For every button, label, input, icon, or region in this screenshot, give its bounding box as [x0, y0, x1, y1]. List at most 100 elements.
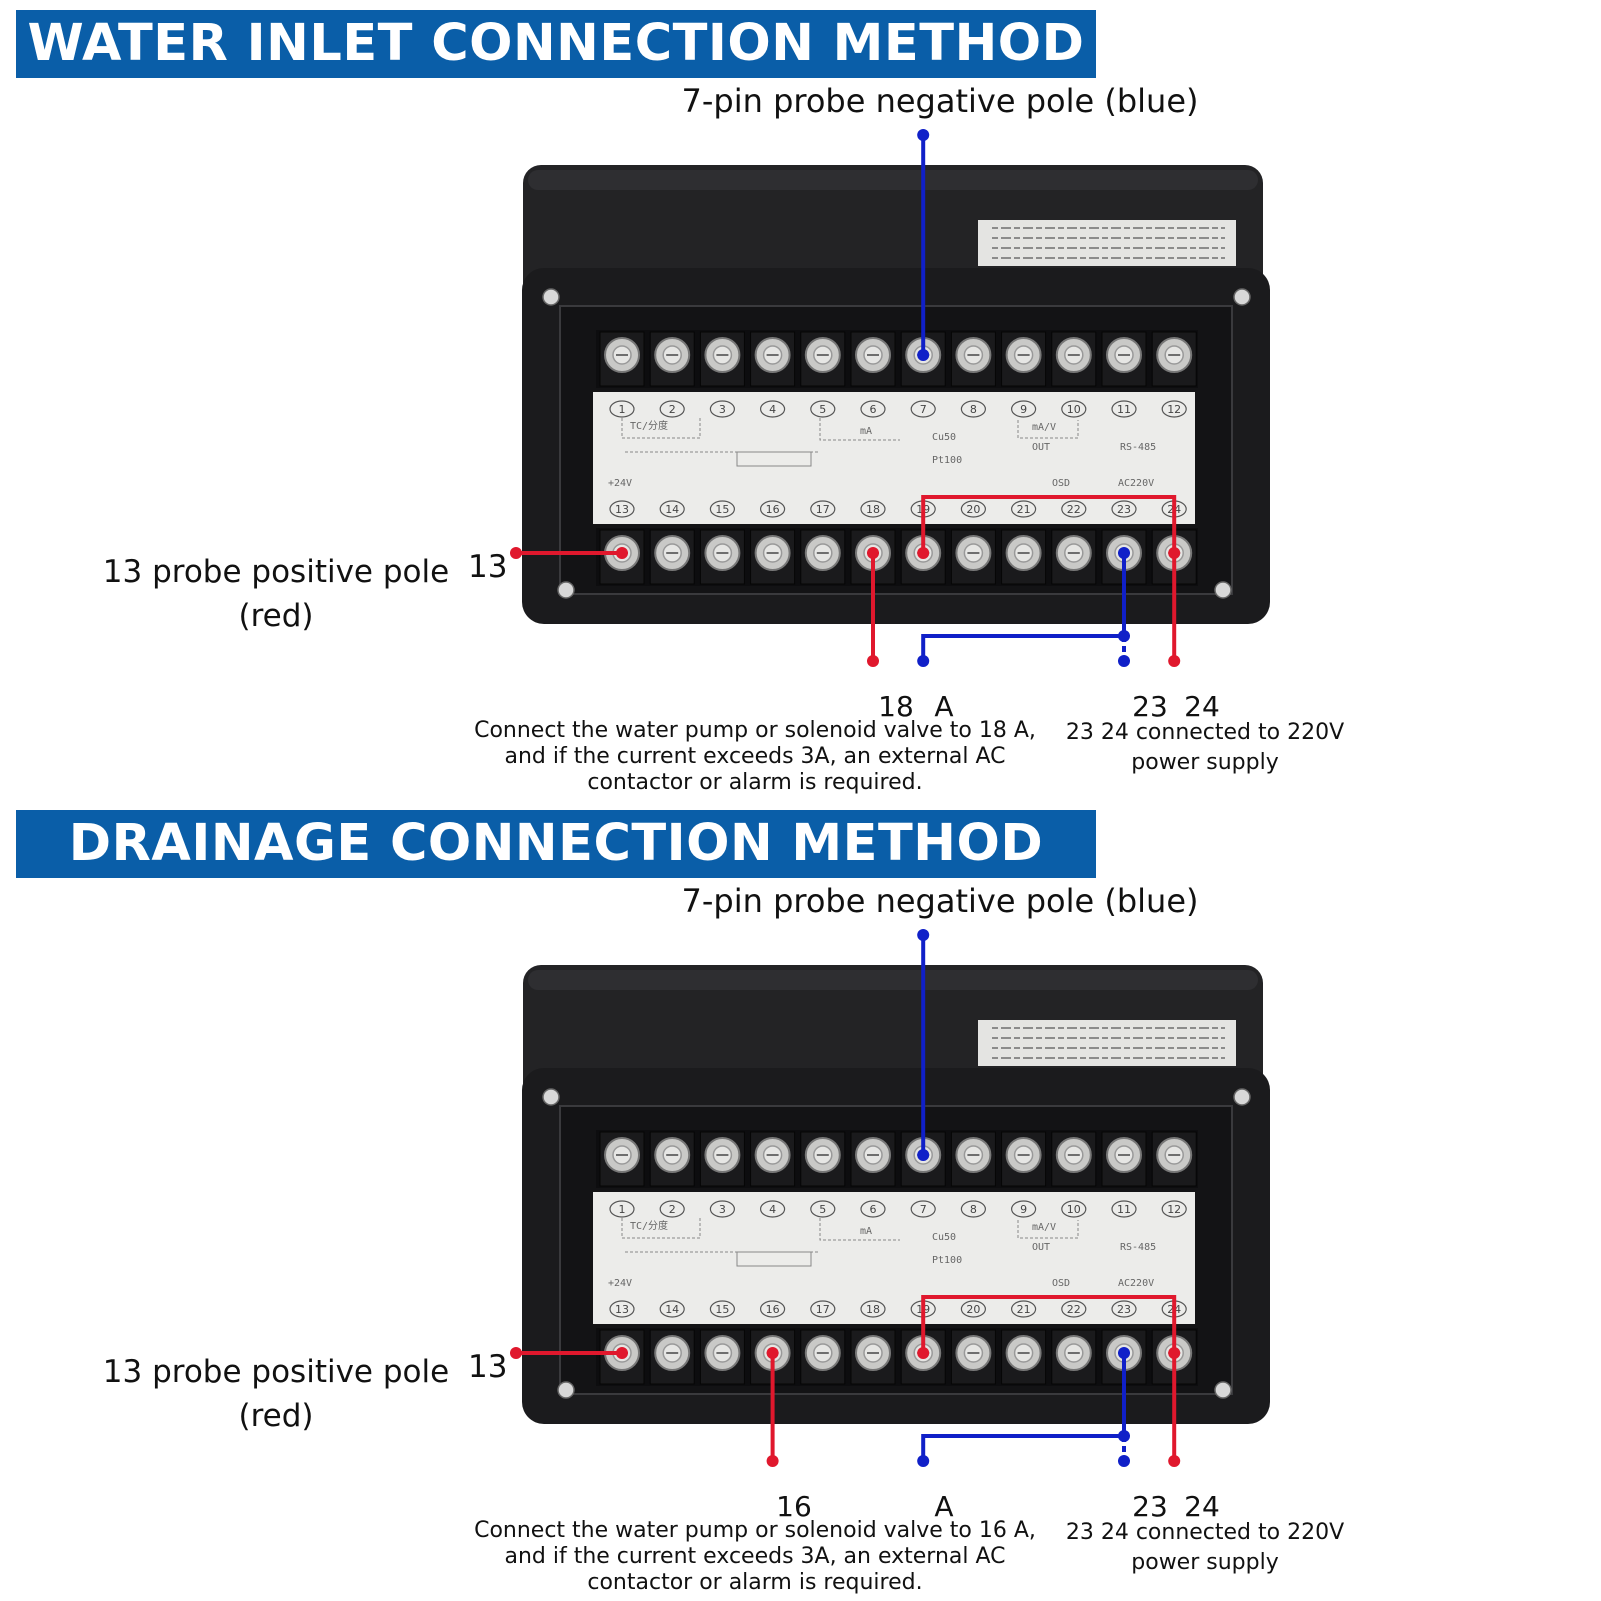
bottom-terminal-number: 15	[715, 1303, 729, 1316]
bottom-terminal-number-ring	[1010, 1300, 1037, 1318]
top-terminal-number-ring	[810, 1200, 836, 1218]
top-terminal-number-ring	[1111, 1200, 1137, 1218]
terminal-19-dot	[917, 1347, 930, 1359]
top-terminal-number: 1	[619, 1203, 626, 1216]
top-terminal-number: 9	[1020, 403, 1027, 416]
bottom-terminal-number: 13	[615, 503, 629, 516]
panel-marking-ac220v: AC220V	[1118, 478, 1154, 489]
panel-marking-rs485: RS-485	[1120, 1242, 1156, 1253]
panel-marking-ma-v: mA/V	[1032, 1222, 1056, 1233]
panel-marking-24v: +24V	[608, 478, 632, 489]
terminal-7-dot	[917, 349, 930, 361]
top-terminal-number-ring	[1061, 400, 1087, 418]
positive-probe-terminal-label: 13	[468, 549, 508, 585]
common-a-end-dot	[917, 1455, 930, 1467]
top-terminal-number-ring	[960, 400, 987, 418]
panel-schematic-box	[736, 1251, 812, 1267]
frame-screw	[557, 1381, 575, 1399]
top-terminal-number: 5	[819, 403, 826, 416]
top-terminal-number-ring	[709, 400, 736, 418]
terminal-23-dot	[1118, 547, 1130, 559]
positive-probe-dot	[510, 1347, 522, 1359]
bottom-terminal-number: 14	[665, 1303, 679, 1316]
power-23-end-dot	[1118, 1455, 1130, 1467]
bottom-terminal-number: 18	[866, 1303, 880, 1316]
top-terminal-number: 7	[920, 1203, 927, 1216]
power-terminal-24-label: 24	[1184, 1490, 1220, 1523]
bottom-terminal-number-ring	[609, 1300, 635, 1318]
panel-marking-tc: TC/分度	[630, 419, 668, 432]
bottom-terminal-number-ring	[759, 500, 786, 518]
negative-probe-label: 7-pin probe negative pole (blue)	[681, 882, 1199, 920]
bottom-terminal-number: 13	[615, 1303, 629, 1316]
top-terminal-number-ring	[609, 400, 635, 418]
wiring-panel-label	[593, 1192, 1195, 1324]
panel-marking-cu50: Cu50	[932, 432, 956, 443]
power-terminal-23-label: 23	[1132, 690, 1168, 723]
output-terminal-label: 16	[776, 1490, 812, 1523]
common-a-wire	[921, 1434, 1124, 1461]
top-terminal-number: 9	[1020, 1203, 1027, 1216]
housing-highlight	[528, 170, 1258, 190]
terminal-7-dot	[917, 1149, 930, 1161]
power-24-end-dot	[1168, 655, 1181, 667]
bottom-terminal-number: 20	[966, 503, 980, 516]
bottom-terminal-number: 21	[1017, 1303, 1031, 1316]
panel-marking-ma: mA	[860, 426, 872, 437]
panel-marking-tc: TC/分度	[630, 1219, 668, 1232]
frame-screw	[1233, 1088, 1251, 1106]
bottom-terminal-number-ring	[810, 1300, 836, 1318]
top-terminal-number: 5	[819, 1203, 826, 1216]
panel-marking-out: OUT	[1032, 1242, 1050, 1253]
power-terminal-24-label: 24	[1184, 690, 1220, 723]
top-terminal-number-ring	[1161, 1200, 1187, 1218]
output-wiring-note: Connect the water pump or solenoid valve…	[474, 1518, 1036, 1595]
common-a-end-dot	[917, 655, 930, 667]
power-23-end-dot	[1118, 655, 1130, 667]
power-24-end-dot	[1168, 1455, 1181, 1467]
top-terminal-number: 3	[719, 403, 726, 416]
positive-probe-terminal-label: 13	[468, 1349, 508, 1385]
top-terminal-number-ring	[860, 400, 886, 418]
output-terminal-dot	[867, 547, 879, 559]
bottom-terminal-number-ring	[659, 500, 685, 518]
bottom-terminal-number-ring	[709, 1300, 736, 1318]
spec-label-sticker	[978, 220, 1236, 266]
bottom-terminal-number-ring	[659, 1300, 685, 1318]
top-terminal-number: 8	[970, 1203, 977, 1216]
power-wiring-note: 23 24 connected to 220V power supply	[1065, 1520, 1345, 1575]
panel-marking-ac220v: AC220V	[1118, 1278, 1154, 1289]
top-terminal-number: 2	[669, 1203, 676, 1216]
top-terminal-number-ring	[960, 1200, 987, 1218]
bottom-terminal-block	[596, 1328, 1198, 1386]
controller-device-diagram: 113214315416517618719820921102211231224T…	[510, 129, 1270, 667]
negative-probe-dot	[917, 929, 930, 941]
top-terminal-number: 3	[719, 1203, 726, 1216]
top-terminal-number: 2	[669, 403, 676, 416]
bottom-terminal-number: 16	[766, 503, 780, 516]
section-title: DRAINAGE CONNECTION METHOD	[68, 814, 1044, 873]
section-banner: WATER INLET CONNECTION METHOD	[16, 10, 1096, 78]
top-terminal-number-ring	[860, 1200, 886, 1218]
top-terminal-number: 11	[1117, 403, 1131, 416]
bottom-terminal-number-ring	[860, 1300, 886, 1318]
bridge-19-24-wire	[921, 495, 1177, 553]
top-terminal-block	[596, 330, 1198, 388]
panel-marking-pt100: Pt100	[932, 1255, 962, 1266]
top-terminal-number: 7	[920, 403, 927, 416]
housing-highlight	[528, 970, 1258, 990]
panel-marking-24v: +24V	[608, 1278, 632, 1289]
controller-device-diagram: 113214315416517618719820921102211231224T…	[510, 929, 1270, 1467]
bottom-terminal-number-ring	[1111, 1300, 1137, 1318]
positive-probe-label: 13 probe positive pole (red)	[102, 1354, 450, 1434]
bottom-terminal-number: 17	[816, 503, 830, 516]
bottom-terminal-number: 22	[1067, 1303, 1081, 1316]
top-terminal-number-ring	[609, 1200, 635, 1218]
power-terminal-23-label: 23	[1132, 1490, 1168, 1523]
bottom-terminal-number: 15	[715, 503, 729, 516]
positive-probe-label: 13 probe positive pole (red)	[102, 554, 450, 634]
bottom-terminal-number: 17	[816, 1303, 830, 1316]
top-terminal-number: 12	[1167, 403, 1181, 416]
